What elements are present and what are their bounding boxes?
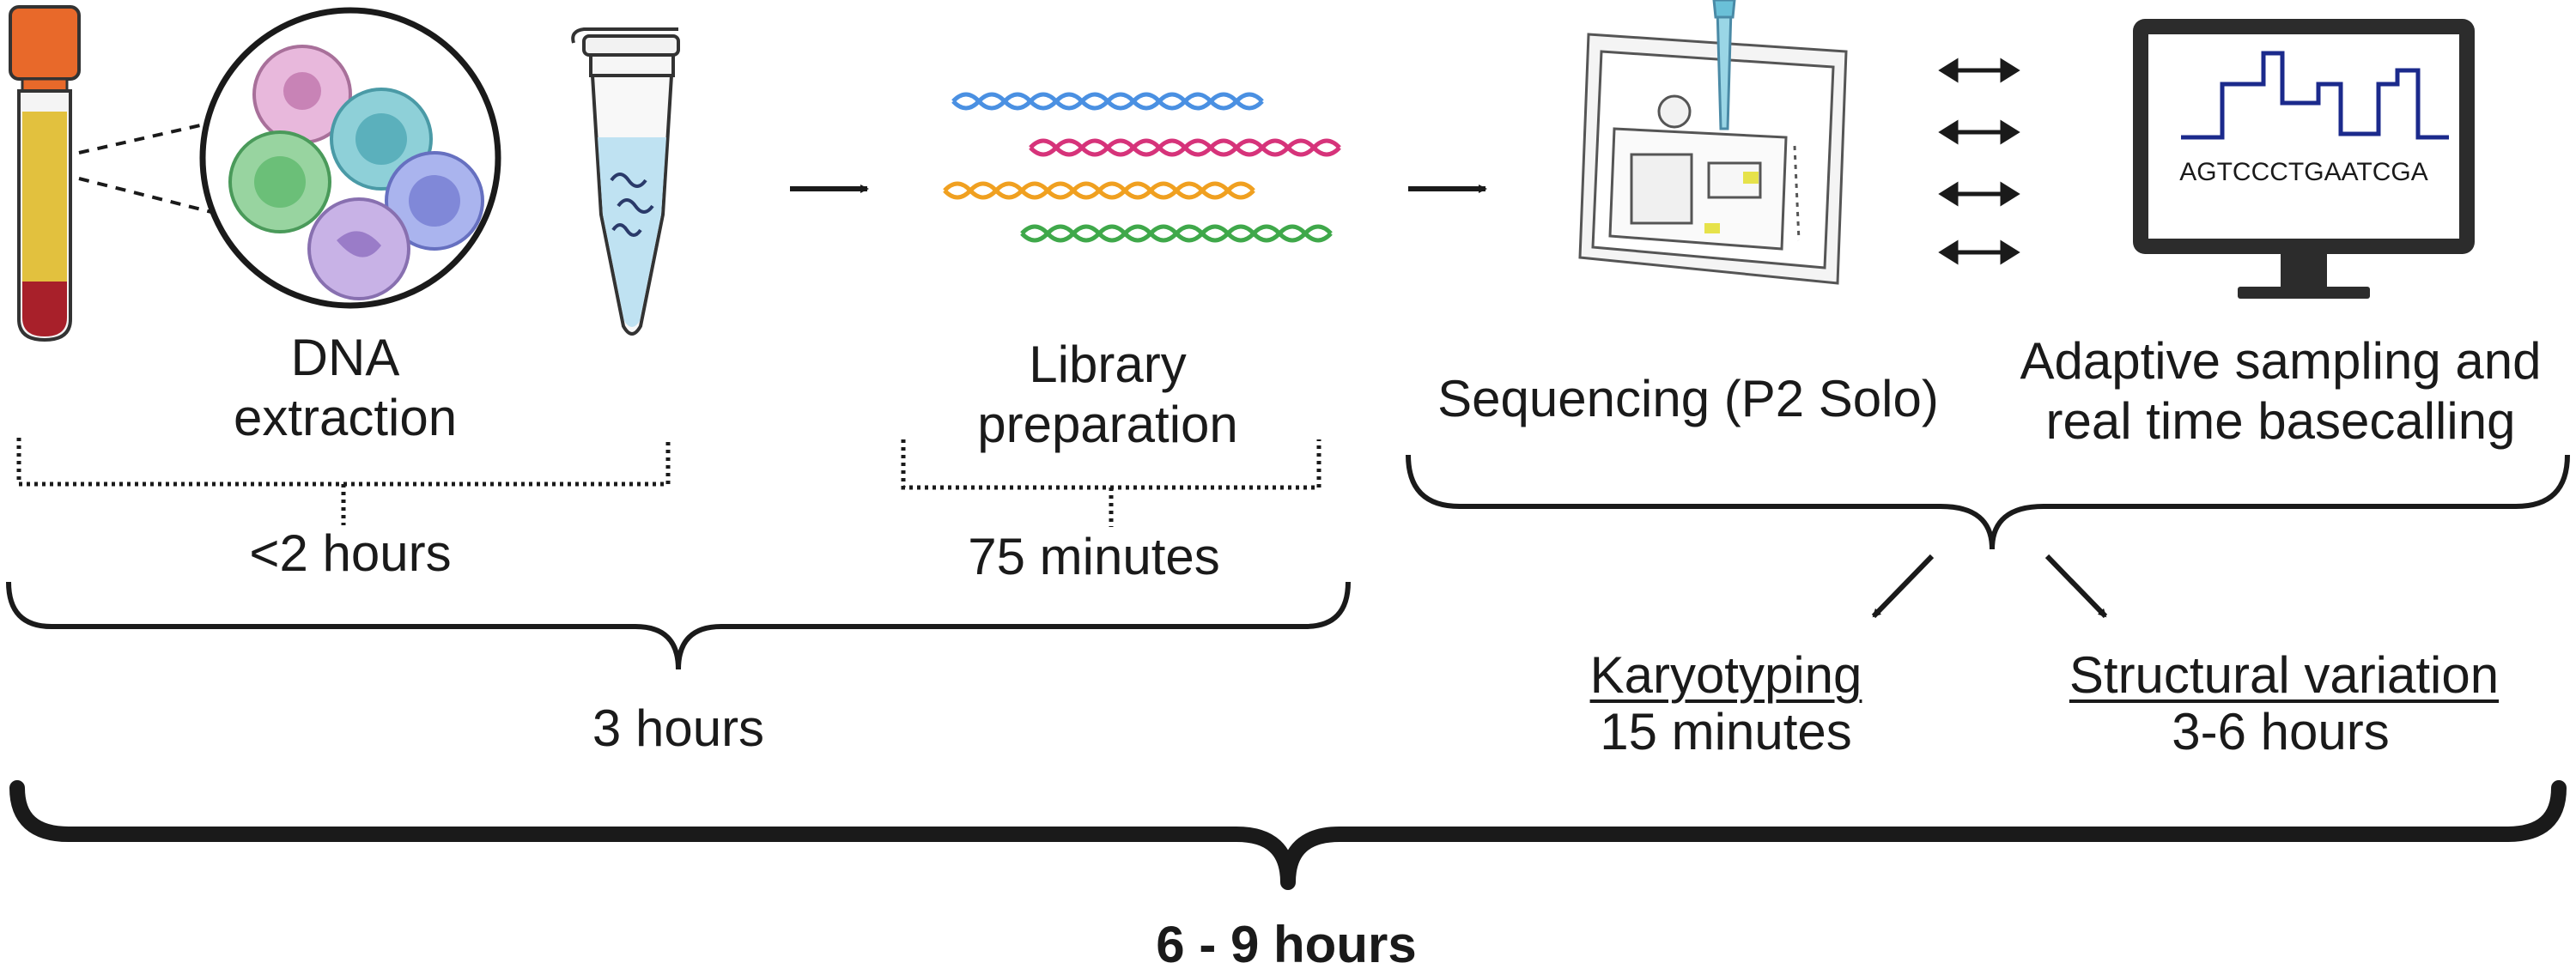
extraction-duration: <2 hours — [249, 524, 452, 582]
basecall-trace — [2181, 51, 2449, 140]
wet-lab-total-duration: 3 hours — [592, 699, 765, 757]
library-preparation-label: Library preparation — [977, 336, 1238, 453]
blood-cells-icon — [199, 7, 501, 309]
structural-variation-arrow — [2044, 554, 2108, 619]
structural-variation-time: 3-6 hours — [2172, 703, 2390, 760]
dna-strands-icon — [943, 92, 1341, 243]
monitor-sequence: AGTCCCTGAATCGA — [2179, 158, 2427, 186]
data-exchange-arrows — [1938, 58, 2020, 265]
computer-monitor-icon: AGTCCCTGAATCGA — [2133, 19, 2475, 299]
sequencing-label: Sequencing (P2 Solo) — [1437, 370, 1939, 427]
wet-lab-brace — [6, 581, 1351, 670]
library-dotted-bracket — [901, 439, 1321, 527]
library-duration: 75 minutes — [968, 528, 1220, 585]
dna-extraction-label: DNA extraction — [234, 329, 458, 446]
karyotyping-time: 15 minutes — [1600, 703, 1852, 760]
blood-tube-icon — [9, 5, 81, 342]
flow-cell-device-icon — [1578, 0, 1848, 285]
overall-brace — [9, 780, 2567, 890]
microtube-icon — [571, 27, 680, 336]
extraction-dotted-bracket — [16, 438, 671, 525]
adaptive-sampling-label: Adaptive sampling and real time basecall… — [2020, 332, 2542, 450]
overall-total-duration: 6 - 9 hours — [1156, 916, 1417, 973]
structural-variation-title: Structural variation — [2069, 646, 2500, 704]
karyotyping-arrow — [1871, 554, 1935, 619]
zoom-lines — [78, 118, 224, 216]
sequencing-brace — [1406, 454, 2570, 550]
karyotyping-title: Karyotyping — [1589, 646, 1862, 704]
